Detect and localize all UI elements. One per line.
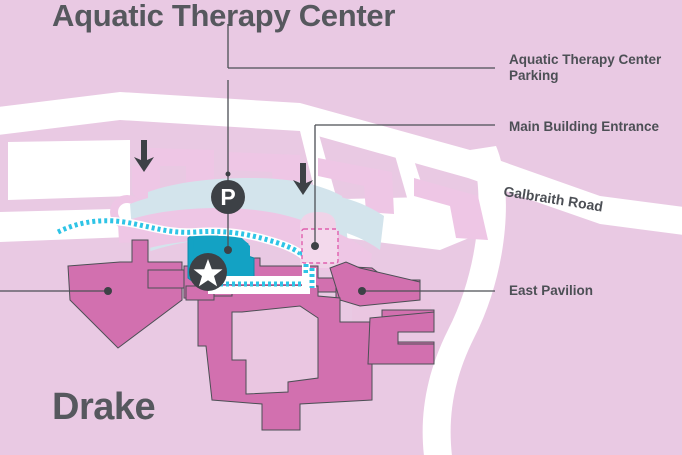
callout-label-east-pavilion: East Pavilion (509, 283, 594, 298)
traffic-arrow-icon (293, 163, 313, 195)
callout-label-parking: Aquatic Therapy Center Parking (509, 52, 662, 83)
main-entrance-highlight (301, 228, 339, 264)
callout-label-entrance: Main Building Entrance (509, 119, 660, 134)
leader-endpoint-dot (104, 171, 366, 295)
star-marker[interactable] (189, 253, 227, 291)
parking-marker[interactable]: P (211, 180, 245, 214)
callout-leaders (0, 24, 495, 292)
area-name-label: Drake (52, 386, 156, 428)
traffic-arrow-icon (134, 140, 154, 172)
star-icon (193, 259, 223, 287)
parking-icon-letter: P (220, 184, 235, 210)
page-title: Aquatic Therapy Center (52, 0, 396, 33)
